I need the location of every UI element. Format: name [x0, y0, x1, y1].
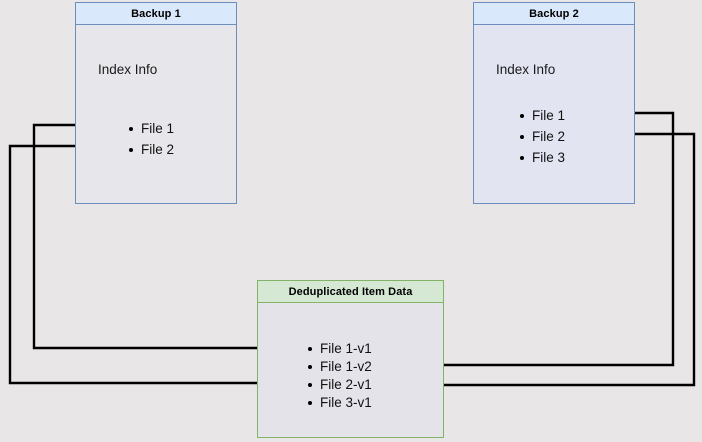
- backup-1-box[interactable]: Backup 1 Index Info File 1 File 2: [75, 2, 237, 204]
- dedup-file-list: File 1-v1 File 1-v2 File 2-v1 File 3-v1: [306, 340, 372, 412]
- backup-2-box[interactable]: Backup 2 Index Info File 1 File 2 File 3: [473, 2, 635, 204]
- list-item: File 3: [518, 147, 565, 168]
- dedup-title: Deduplicated Item Data: [288, 285, 413, 298]
- dedup-header: Deduplicated Item Data: [258, 281, 443, 303]
- backup-2-title: Backup 2: [529, 7, 579, 20]
- backup-1-index-info-label: Index Info: [98, 62, 158, 77]
- backup-2-file-list: File 1 File 2 File 3: [518, 105, 565, 168]
- edge-backup2-file2-to-file2v1: [403, 132, 696, 389]
- list-item: File 3-v1: [306, 394, 372, 412]
- list-item: File 2: [518, 126, 565, 147]
- backup-1-body: Index Info File 1 File 2: [76, 25, 236, 203]
- backup-2-header: Backup 2: [474, 3, 634, 25]
- list-item: File 1: [518, 105, 565, 126]
- edge-backup1-file2-to-file2v1: [8, 144, 294, 387]
- list-item: File 2: [127, 139, 174, 160]
- list-item: File 1-v2: [306, 358, 372, 376]
- list-item: File 2-v1: [306, 376, 372, 394]
- backup-1-title: Backup 1: [131, 7, 181, 20]
- backup-1-file-list: File 1 File 2: [127, 118, 174, 160]
- backup-2-body: Index Info File 1 File 2 File 3: [474, 25, 634, 203]
- deduplicated-item-data-box[interactable]: Deduplicated Item Data File 1-v1 File 1-…: [257, 280, 444, 438]
- backup-2-index-info-label: Index Info: [496, 62, 556, 77]
- backup-1-header: Backup 1: [76, 3, 236, 25]
- list-item: File 1: [127, 118, 174, 139]
- dedup-body: File 1-v1 File 1-v2 File 2-v1 File 3-v1: [258, 303, 443, 437]
- list-item: File 1-v1: [306, 340, 372, 358]
